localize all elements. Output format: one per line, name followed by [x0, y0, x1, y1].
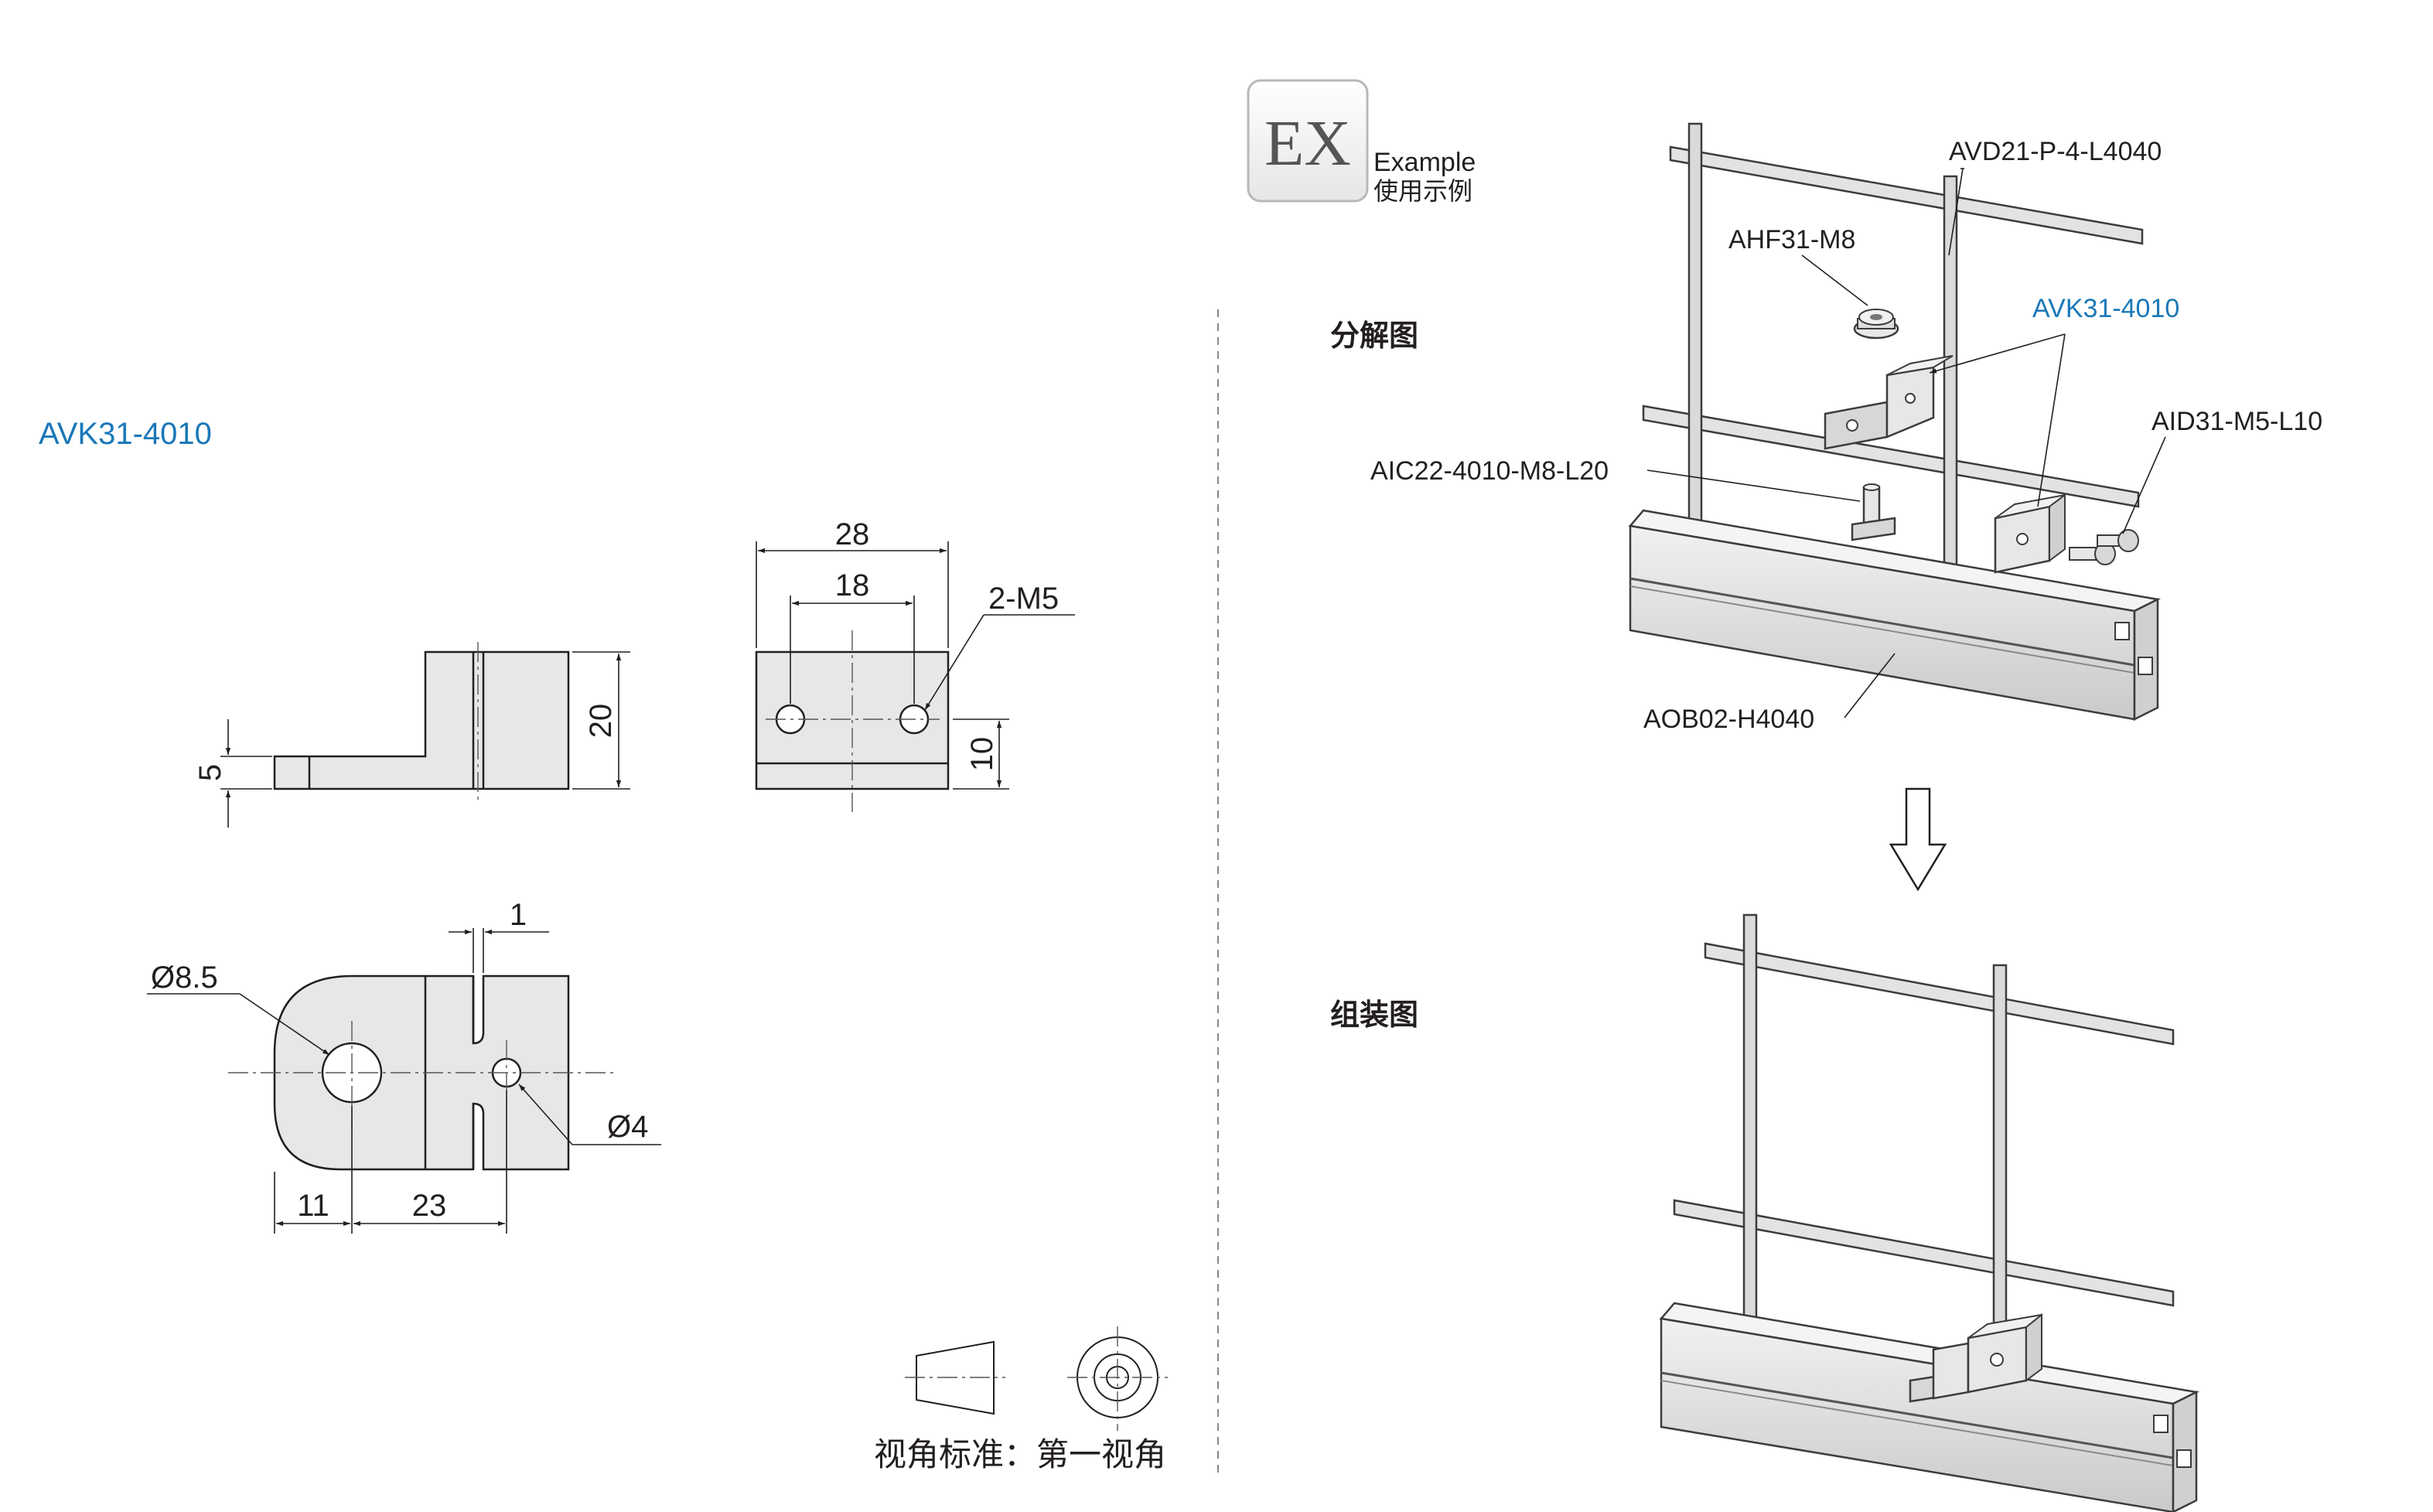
dim-thread-2m5: 2-M5 [988, 582, 1059, 616]
exploded-view: AVD21-P-4-L4040 AHF31-M8 AVK31-4010 AID3… [1370, 122, 2322, 734]
assembled-view [1659, 913, 2199, 1512]
screws-part [2069, 529, 2139, 565]
dim-hole-diameter: Ø8.5 [151, 961, 218, 995]
label-tbolt: AIC22-4010-M8-L20 [1370, 456, 1609, 486]
product-code: AVK31-4010 [39, 417, 212, 451]
dim-slot-diameter: Ø4 [607, 1110, 648, 1144]
example-badge: EX Example 使用示例 [1247, 79, 1476, 206]
bracket-part [1824, 355, 1954, 450]
dim-length-11: 11 [297, 1189, 329, 1223]
clamp-block-part [1994, 493, 2066, 574]
projection-note: 视角标准：第一视角 [874, 1435, 1166, 1473]
label-nut: AHF31-M8 [1728, 225, 1855, 254]
assembled-bracket [1909, 1312, 2042, 1403]
profile-assembled [1659, 1302, 2199, 1512]
label-rod: AVD21-P-4-L4040 [1949, 137, 2162, 166]
dim-length-23: 23 [412, 1189, 447, 1223]
label-profile: AOB02-H4040 [1643, 705, 1814, 734]
t-bolt-part [1851, 483, 1896, 541]
dim-height-10: 10 [965, 737, 999, 772]
front-view: 28 18 2-M5 10 [755, 517, 1075, 812]
dim-hole-pitch-18: 18 [835, 568, 870, 602]
flange-nut-part [1853, 309, 1899, 340]
dim-gap-1: 1 [510, 898, 527, 932]
side-view: 20 5 [193, 642, 630, 828]
dim-height-20: 20 [584, 704, 618, 739]
example-title-en: Example [1373, 148, 1476, 177]
example-title-cn: 使用示例 [1373, 176, 1472, 206]
dim-thickness-5: 5 [193, 764, 227, 781]
label-screw: AID31-M5-L10 [2151, 407, 2322, 436]
exploded-view-title: 分解图 [1330, 319, 1418, 353]
top-view: 1 Ø8.5 Ø4 11 23 [147, 898, 661, 1234]
assembled-view-title: 组装图 [1330, 998, 1418, 1032]
profile-exploded [1628, 509, 2161, 722]
label-bracket: AVK31-4010 [2032, 294, 2179, 323]
badge-label: EX [1264, 108, 1351, 179]
dim-width-28: 28 [835, 517, 870, 551]
assembly-arrow-icon [1889, 787, 1947, 892]
projection-symbol: 视角标准：第一视角 [874, 1326, 1168, 1473]
